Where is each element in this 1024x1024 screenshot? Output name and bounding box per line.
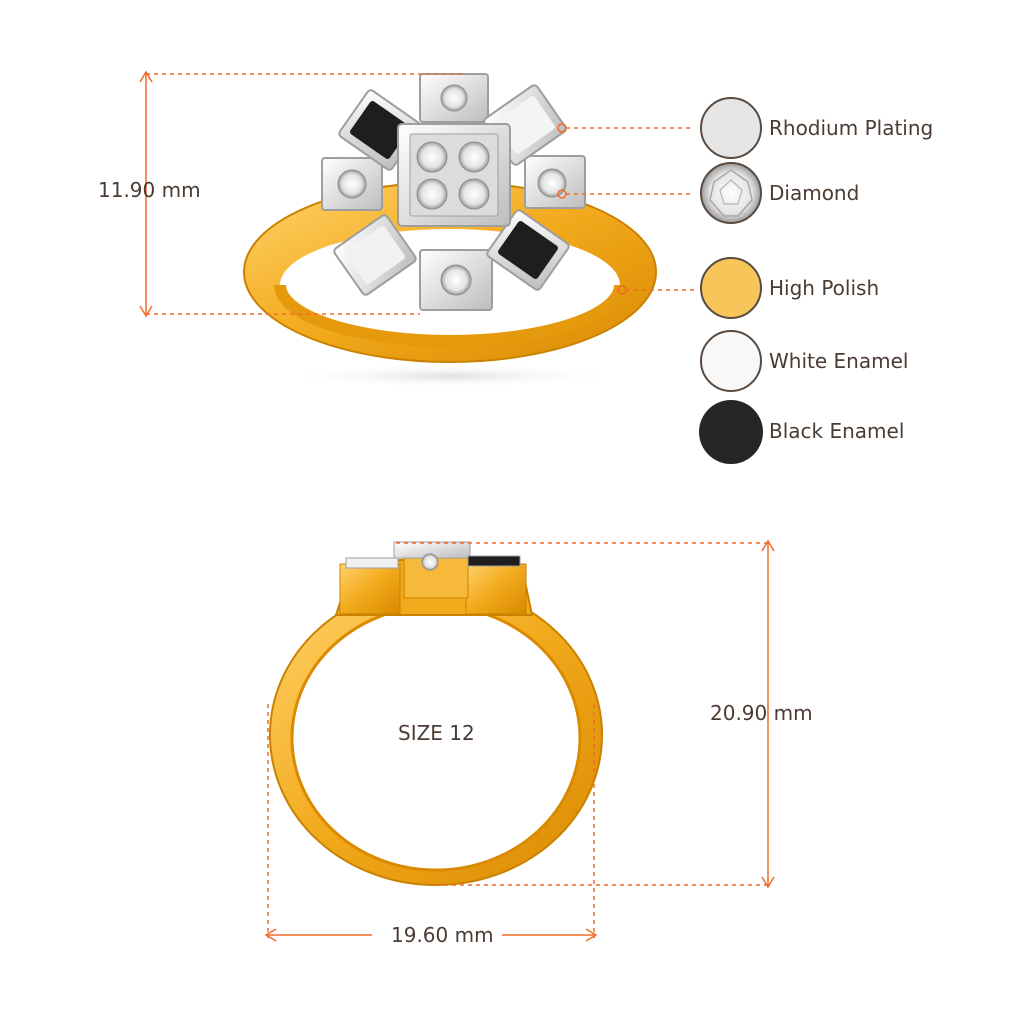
rhodium-plating-swatch — [700, 97, 762, 159]
ring-top-view — [243, 73, 657, 388]
legend-swatches — [699, 97, 763, 464]
dimension-label-side-height: 20.90 mm — [710, 701, 813, 725]
legend-label-black-enamel: Black Enamel — [769, 419, 905, 443]
dimension-height-side — [396, 539, 775, 889]
legend-label-rhodium-plating: Rhodium Plating — [769, 116, 934, 140]
legend-label-high-polish: High Polish — [769, 276, 880, 300]
legend-label-diamond: Diamond — [769, 181, 860, 205]
ring-size-label: SIZE 12 — [398, 721, 475, 745]
black-enamel-swatch — [699, 400, 763, 464]
diamond-swatch — [700, 162, 762, 224]
high-polish-swatch — [700, 257, 762, 319]
dimension-width — [264, 704, 598, 942]
dimension-label-top-height: 11.90 mm — [98, 178, 201, 202]
dimension-height-top — [139, 70, 465, 318]
ring-side-view — [269, 541, 603, 886]
white-enamel-swatch — [700, 330, 762, 392]
legend-label-white-enamel: White Enamel — [769, 349, 909, 373]
dimension-label-width: 19.60 mm — [391, 923, 494, 947]
legend-leaders — [557, 123, 694, 295]
